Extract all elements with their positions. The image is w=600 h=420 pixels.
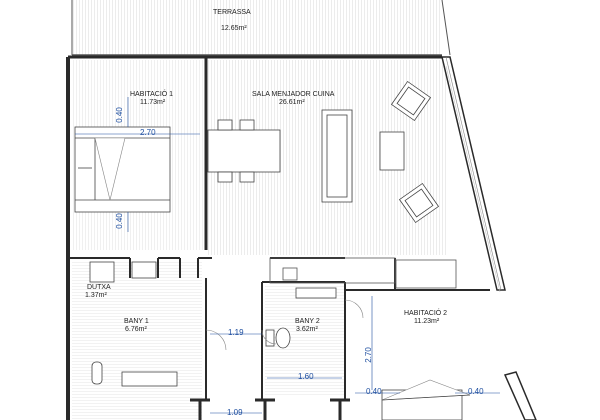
bathroom1-fixtures (89, 261, 178, 387)
label-terrassa-area: 12.65m² (221, 25, 247, 32)
label-bany1-name: BANY 1 (124, 318, 149, 325)
label-habitacio2-area: 11.23m² (414, 318, 440, 325)
dim-hab2-right: 0.40 (468, 387, 484, 396)
label-habitacio1-name: HABITACIÓ 1 (130, 91, 174, 98)
label-bany2-name: BANY 2 (295, 318, 320, 325)
dim-passage-bany1: 1.19 (228, 328, 244, 337)
dim-bottom-passage: 1.09 (227, 408, 243, 417)
label-habitacio2-name: HABITACIÓ 2 (404, 310, 448, 317)
bed-2 (381, 379, 471, 420)
label-dutxa-name: DUTXA (87, 284, 111, 291)
door-swings (205, 299, 364, 351)
exterior-walls (66, 55, 442, 420)
kitchen-counter (269, 257, 457, 289)
label-habitacio1-area: 11.73m² (140, 99, 166, 106)
bathroom2-fixtures (265, 287, 337, 349)
label-sala-name: SALA MENJADOR CUINA (252, 91, 335, 98)
label-sala-area: 26.61m² (279, 99, 305, 106)
slanted-facade (441, 56, 537, 420)
dining-table (207, 119, 281, 183)
sofa-set (321, 80, 440, 224)
dim-hab2-length: 2.70 (363, 347, 373, 363)
label-terrassa-name: TERRASSA (213, 9, 251, 16)
bathroom1-floor (72, 262, 202, 420)
bottom-walls (190, 398, 350, 420)
terrace (71, 0, 451, 56)
dim-hab1-top: 0.40 (114, 107, 124, 123)
dimension-lines (75, 97, 500, 414)
dim-hab1-width: 2.70 (140, 128, 156, 137)
bed-1 (74, 126, 171, 213)
dim-hab1-bottom: 0.40 (114, 213, 124, 229)
dim-bany2-width: 1.60 (298, 372, 314, 381)
dim-hab2-left: 0.40 (366, 387, 382, 396)
label-bany1-area: 6.76m² (125, 326, 147, 333)
label-dutxa-area: 1.37m² (85, 292, 107, 299)
interior-walls (70, 257, 490, 400)
label-bany2-area: 3.62m² (296, 326, 318, 333)
